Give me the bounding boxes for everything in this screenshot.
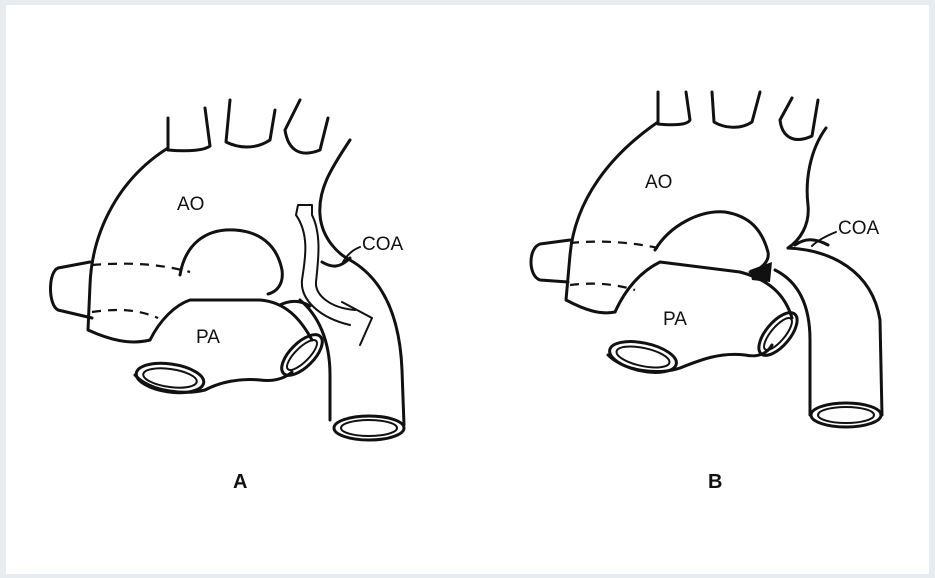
panel-b-pa-left-end [607,336,679,378]
panel-a-flow-arrow [296,205,372,345]
panel-b: AO COA PA B [531,92,882,493]
panel-b-pa-label: PA [663,309,687,330]
panel-a-arch-inner [180,230,282,294]
panel-a-pa-label: PA [196,327,220,348]
panel-b-dashed-contour [570,242,658,290]
panel-b-pa-right-end [752,306,804,361]
panel-b-aorta-outline [531,92,658,313]
panel-a-letter: A [233,471,247,493]
panel-a-ao-label: AO [177,194,204,215]
panel-a-coa-label: COA [362,234,404,255]
panel-b-ao-label: AO [645,172,672,193]
panel-a: AO COA PA A [51,100,405,493]
panel-a-pulmonary-artery [135,300,312,392]
panel-b-letter: B [708,471,722,493]
panel-b-descending-aorta [775,248,882,415]
panel-a-pa-right-end [275,328,329,382]
panel-b-coa-label: COA [838,218,880,239]
panel-b-coarctation [795,240,828,245]
panel-b-branches [658,92,826,248]
panel-a-aorta-outline [51,118,169,342]
